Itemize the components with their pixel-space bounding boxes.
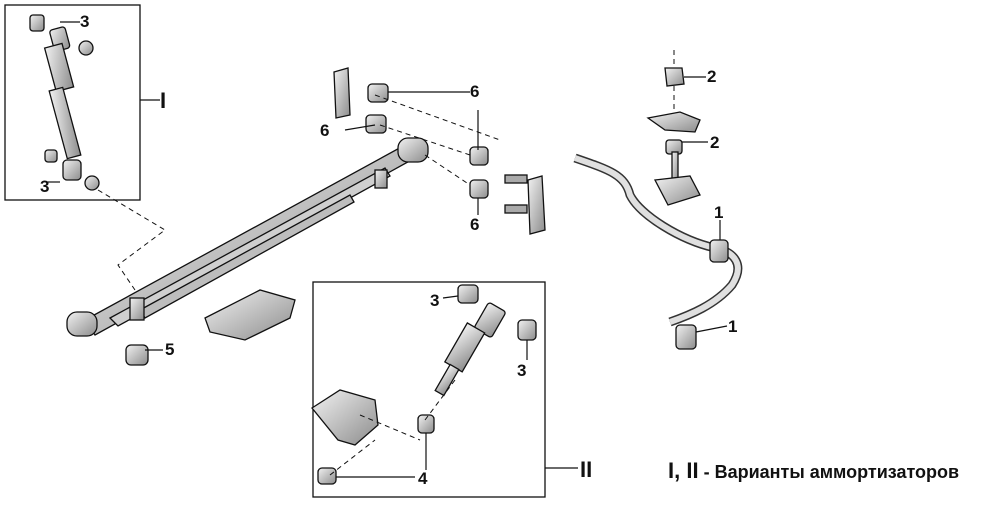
callout-leaders [48, 21, 728, 478]
assembly-dashed-lines [97, 50, 675, 476]
leaf-spring [66, 137, 429, 366]
callout-3: 3 [40, 177, 50, 196]
variant-ii-box [312, 281, 546, 498]
callout-1: 1 [728, 317, 738, 336]
callout-6: 6 [320, 121, 330, 140]
legend-caption: I, II - Варианты аммортизаторов [668, 458, 959, 484]
variant-i-label: I [160, 88, 167, 113]
variant-ii-label: II [580, 457, 593, 482]
callout-1: 1 [714, 203, 724, 222]
callout-2: 2 [710, 133, 720, 152]
callout-3: 3 [517, 361, 527, 380]
spring-brackets [333, 67, 546, 235]
callout-3: 3 [430, 291, 440, 310]
callout-5: 5 [165, 340, 175, 359]
callout-2: 2 [707, 67, 717, 86]
shock-absorber-i [29, 14, 100, 191]
variant-i-box [4, 4, 141, 201]
callout-6: 6 [470, 82, 480, 101]
stabilizer-link [646, 67, 701, 206]
callout-4: 4 [418, 469, 428, 488]
shock-absorber-ii [311, 284, 537, 485]
callout-3: 3 [80, 12, 90, 31]
caption-text: - Варианты аммортизаторов [703, 462, 960, 482]
caption-roman: I, II [668, 458, 699, 483]
callout-6: 6 [470, 215, 480, 234]
